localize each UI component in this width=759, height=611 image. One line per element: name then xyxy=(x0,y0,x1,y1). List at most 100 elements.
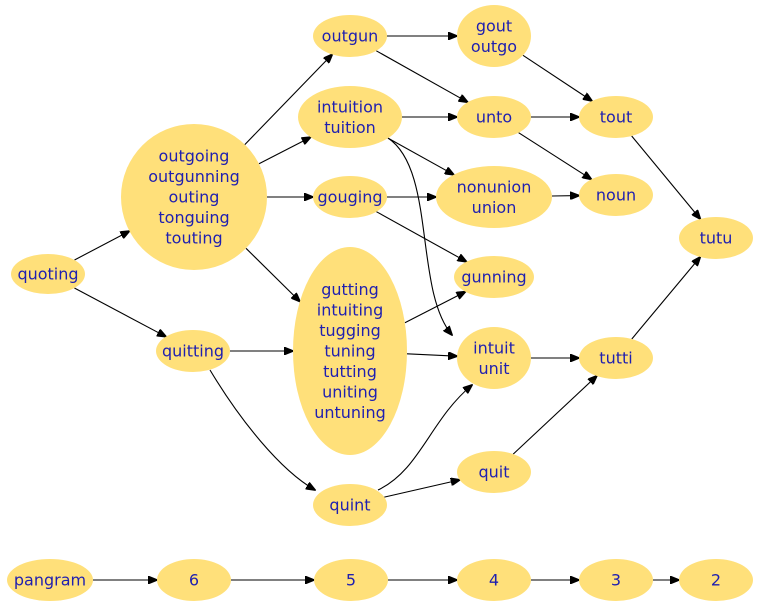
node-n6: 6 xyxy=(157,559,231,601)
node-shape-quit xyxy=(457,451,531,493)
node-intuit: intuit unit xyxy=(457,327,531,389)
node-label-quoting-0: quoting xyxy=(17,265,78,284)
node-label-n4-0: 4 xyxy=(489,571,499,590)
node-label-noun-0: noun xyxy=(596,186,636,205)
node-label-gutting-3: tuning xyxy=(324,342,375,361)
node-label-nonunion-1: union xyxy=(472,198,517,217)
node-label-gunning-0: gunning xyxy=(461,268,526,287)
node-shape-pangram xyxy=(7,559,93,601)
node-shape-n5 xyxy=(314,559,388,601)
node-shape-n3 xyxy=(579,559,653,601)
node-label-gout-1: outgo xyxy=(471,37,517,56)
node-label-n6-0: 6 xyxy=(189,571,199,590)
node-intuition: intuition tuition xyxy=(298,86,402,148)
edges-layer xyxy=(74,36,700,580)
node-label-gutting-1: intuiting xyxy=(317,301,383,320)
edge-gutting-to-gunning xyxy=(404,292,466,324)
edge-outgun-to-unto xyxy=(376,50,467,102)
node-shape-outgoing xyxy=(121,124,267,270)
node-tutu: tutu xyxy=(679,217,753,259)
node-n5: 5 xyxy=(314,559,388,601)
node-shape-gutting xyxy=(293,247,407,455)
node-label-gutting-6: untuning xyxy=(314,403,386,422)
node-quitting: quitting xyxy=(156,330,230,372)
node-label-outgoing-1: outgunning xyxy=(148,167,240,186)
node-gouging: gouging xyxy=(313,176,387,218)
node-label-quit-0: quit xyxy=(478,463,509,482)
node-shape-quoting xyxy=(11,254,85,294)
node-label-tutu-0: tutu xyxy=(700,229,733,248)
node-outgun: outgun xyxy=(313,15,387,57)
edge-outgoing-to-outgun xyxy=(244,54,332,145)
node-label-intuition-0: intuition xyxy=(317,97,383,116)
node-shape-n2 xyxy=(679,559,753,601)
node-pangram: pangram xyxy=(7,559,93,601)
node-label-intuition-1: tuition xyxy=(324,118,376,137)
node-label-gutting-0: gutting xyxy=(321,280,379,299)
node-shape-gouging xyxy=(313,176,387,218)
node-label-unto-0: unto xyxy=(476,108,512,127)
node-shape-quitting xyxy=(156,330,230,372)
node-shape-unto xyxy=(457,96,531,138)
node-label-outgun-0: outgun xyxy=(322,27,379,46)
node-label-gout-0: gout xyxy=(476,16,512,35)
node-label-outgoing-0: outgoing xyxy=(159,147,230,166)
node-shape-tutu xyxy=(679,217,753,259)
node-label-gutting-5: uniting xyxy=(322,383,378,402)
edge-gouging-to-gunning xyxy=(376,211,466,262)
node-nonunion: nonunion union xyxy=(436,166,552,228)
node-shape-quint xyxy=(313,484,387,526)
edge-quitting-to-quint xyxy=(209,369,315,490)
node-label-gutting-4: tutting xyxy=(323,362,377,381)
node-label-n3-0: 3 xyxy=(611,571,621,590)
node-shape-intuition xyxy=(298,86,402,148)
edge-quoting-to-outgoing xyxy=(74,231,130,261)
edge-quint-to-intuit xyxy=(377,385,472,491)
node-shape-tout xyxy=(579,96,653,138)
node-quint: quint xyxy=(313,484,387,526)
node-shape-nonunion xyxy=(436,166,552,228)
node-quoting: quoting xyxy=(11,254,85,294)
edge-outgoing-to-intuition xyxy=(258,137,311,165)
edge-intuition-to-intuit xyxy=(387,137,452,335)
node-label-intuit-1: unit xyxy=(479,359,510,378)
node-label-nonunion-0: nonunion xyxy=(457,177,532,196)
node-label-intuit-0: intuit xyxy=(473,338,515,357)
node-label-outgoing-4: touting xyxy=(165,229,222,248)
node-label-tutti-0: tutti xyxy=(599,349,632,368)
node-unto: unto xyxy=(457,96,531,138)
node-shape-gout xyxy=(457,5,531,67)
edge-tutti-to-tutu xyxy=(631,257,700,340)
node-shape-n6 xyxy=(157,559,231,601)
node-n3: 3 xyxy=(579,559,653,601)
node-label-outgoing-2: outing xyxy=(169,188,220,207)
node-label-quint-0: quint xyxy=(329,496,370,515)
node-label-n2-0: 2 xyxy=(711,571,721,590)
node-label-gutting-2: tugging xyxy=(319,321,380,340)
edge-quit-to-tutti xyxy=(512,376,597,455)
node-label-pangram-0: pangram xyxy=(14,571,86,590)
edge-outgoing-to-gutting xyxy=(245,247,300,301)
edge-gutting-to-intuit xyxy=(406,354,457,356)
edge-unto-to-noun xyxy=(518,132,592,180)
edge-gout-to-tout xyxy=(522,54,592,101)
node-shape-n4 xyxy=(457,559,531,601)
node-label-quitting-0: quitting xyxy=(162,342,224,361)
node-shape-noun xyxy=(579,174,653,216)
edge-intuition-to-nonunion xyxy=(387,137,454,175)
node-noun: noun xyxy=(579,174,653,216)
node-label-outgoing-3: tonguing xyxy=(158,208,229,227)
node-shape-outgun xyxy=(313,15,387,57)
node-tout: tout xyxy=(579,96,653,138)
node-shape-intuit xyxy=(457,327,531,389)
node-n2: 2 xyxy=(679,559,753,601)
node-label-n5-0: 5 xyxy=(346,571,356,590)
node-label-gouging-0: gouging xyxy=(318,188,383,207)
node-shape-tutti xyxy=(579,337,653,379)
node-n4: 4 xyxy=(457,559,531,601)
edge-tout-to-tutu xyxy=(631,135,701,219)
node-quit: quit xyxy=(457,451,531,493)
edge-quint-to-quit xyxy=(384,480,459,498)
